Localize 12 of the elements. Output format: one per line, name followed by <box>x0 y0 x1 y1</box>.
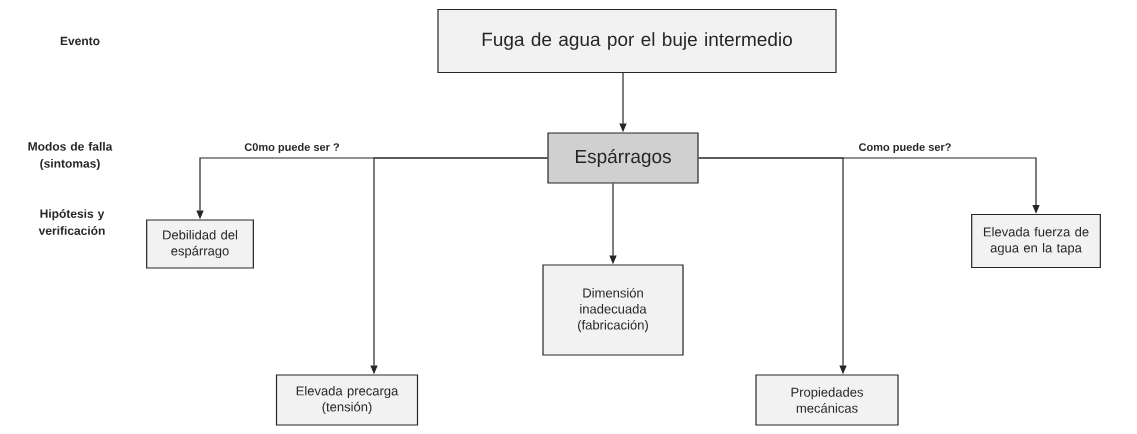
hypothesis-box: Elevada precarga (tensión) <box>275 374 419 426</box>
level-label: Evento <box>60 36 100 46</box>
edge-label: C0mo puede ser ? <box>244 142 340 154</box>
level-label: Hipótesis y verificación <box>38 209 105 235</box>
hypothesis-box: Dimensión inadecuada (fabricación) <box>542 264 684 356</box>
edge-label: Como puede ser? <box>859 142 951 154</box>
component-box: Espárragos <box>547 132 699 184</box>
hypothesis-box: Elevada fuerza de agua en la tapa <box>971 213 1101 269</box>
event-box: Fuga de agua por el buje intermedio <box>437 8 837 74</box>
hypothesis-box: Propiedades mecánicas <box>755 374 899 426</box>
level-label: Modos de falla (sintomas) <box>28 141 113 171</box>
hypothesis-box: Debilidad del espárrago <box>146 219 254 269</box>
